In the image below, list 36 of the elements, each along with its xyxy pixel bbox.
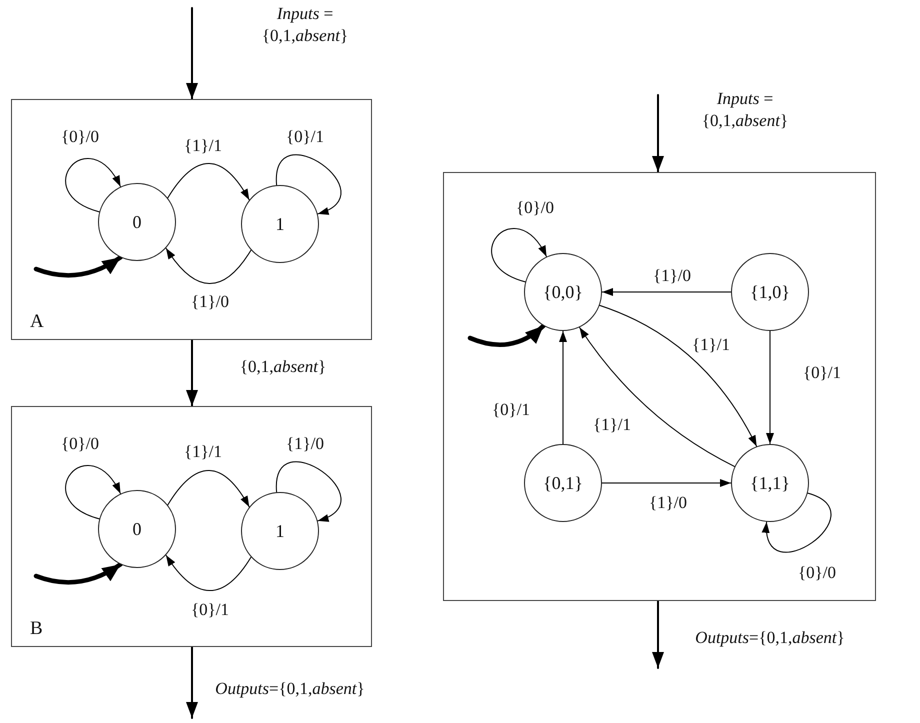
initial-state-arrow	[468, 324, 546, 347]
transition-arrow	[652, 600, 664, 669]
machine-name: A	[30, 311, 44, 333]
transition-arrow	[65, 158, 122, 212]
transition-arrow	[491, 228, 548, 282]
transition-arrow	[763, 492, 832, 552]
transition-arrow	[602, 479, 732, 487]
state-circle	[98, 183, 176, 261]
transition-arrow	[165, 554, 252, 592]
transition-arrow	[167, 470, 250, 508]
transition-arrow	[186, 339, 198, 407]
transition-arrow	[65, 465, 122, 520]
transition-arrow	[559, 330, 567, 444]
transition-arrow	[167, 163, 250, 200]
state-label: {0,0}	[543, 282, 583, 302]
state-label: {1,1}	[750, 472, 790, 494]
state-label: {1,0}	[750, 282, 790, 302]
transition-arrow	[602, 288, 732, 296]
state-label: 0	[132, 212, 142, 232]
state-label: {0,1}	[543, 472, 583, 494]
state-label: 1	[276, 214, 284, 234]
transition-arrow	[766, 330, 774, 444]
initial-state-arrow	[34, 255, 123, 278]
transition-arrow	[276, 462, 342, 522]
state-label: 1	[276, 520, 284, 542]
transition-arrow	[276, 154, 342, 214]
transition-arrow	[578, 326, 736, 468]
transition-arrow	[599, 304, 758, 447]
state-label: 0	[132, 518, 142, 540]
transition-arrow	[186, 646, 198, 719]
transition-arrow	[186, 7, 198, 100]
transition-arrow	[165, 248, 252, 284]
initial-state-arrow	[34, 562, 123, 584]
state-circle	[98, 490, 176, 568]
machine-name: B	[30, 618, 43, 640]
transition-arrow	[652, 94, 664, 173]
